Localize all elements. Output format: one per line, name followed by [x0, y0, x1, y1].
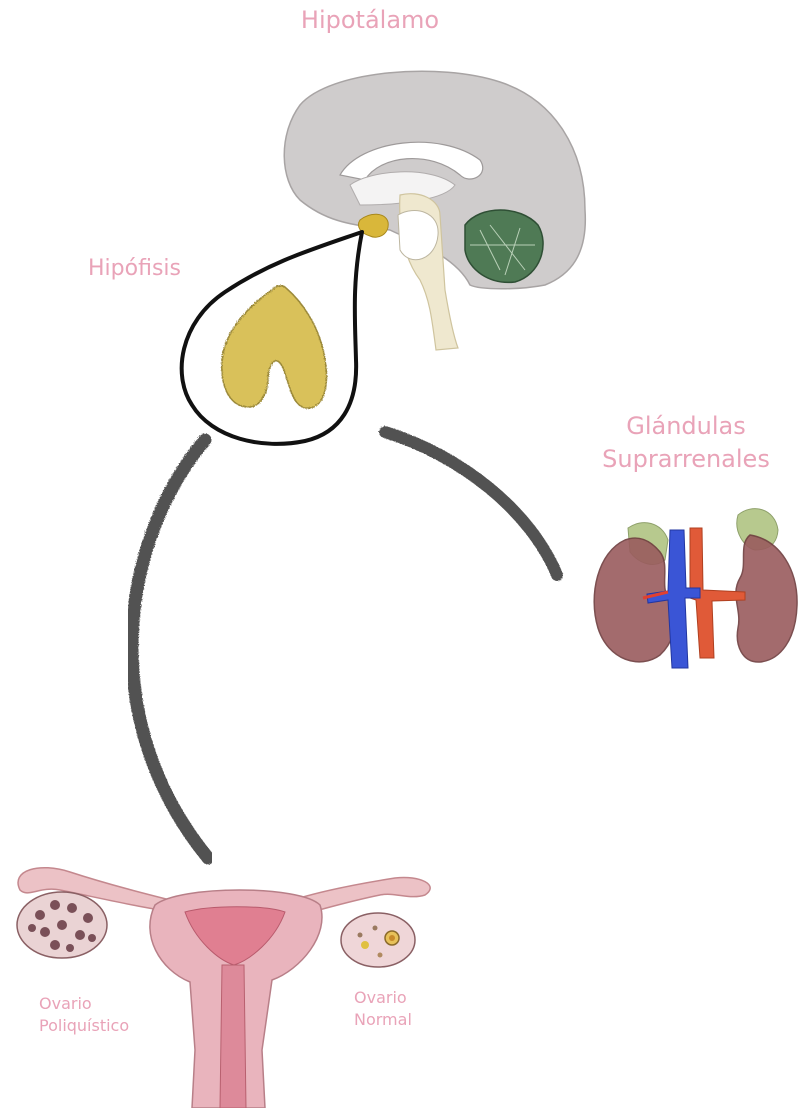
label-normal-line1: Ovario	[354, 987, 412, 1009]
cervical-canal	[220, 965, 246, 1108]
cerebellum	[465, 210, 543, 282]
arc-pituitary-to-adrenals	[385, 432, 557, 575]
label-adrenal-line1: Glándulas	[590, 410, 782, 443]
label-polycystic-line1: Ovario	[39, 993, 129, 1015]
arc-pituitary-to-ovaries	[132, 440, 208, 858]
label-polycystic-line2: Poliquístico	[39, 1015, 129, 1037]
normal-ovary	[341, 913, 415, 967]
label-hypothalamus: Hipotálamo	[0, 6, 740, 35]
pituitary-callout	[182, 232, 362, 444]
label-polycystic-ovary: Ovario Poliquístico	[39, 993, 129, 1037]
connection-arcs	[132, 432, 557, 858]
label-normal-line2: Normal	[354, 1009, 412, 1031]
label-adrenal-line2: Suprarrenales	[590, 443, 782, 476]
label-normal-ovary: Ovario Normal	[354, 987, 412, 1031]
label-pituitary: Hipófisis	[88, 256, 181, 282]
label-adrenal-glands: Glándulas Suprarrenales	[590, 410, 782, 476]
kidneys-adrenal-illustration	[594, 509, 797, 668]
